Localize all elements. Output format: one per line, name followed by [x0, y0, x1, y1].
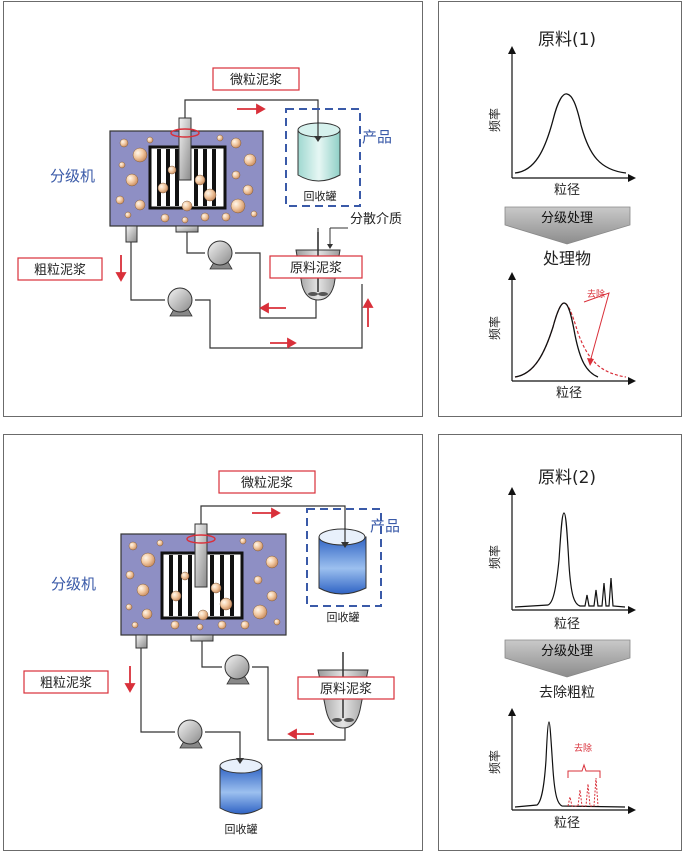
bottom-pump-lower [177, 719, 203, 749]
bottom-fine-slurry-box [218, 470, 316, 494]
bottom-raw-distribution-curve [514, 512, 626, 608]
top-chart-title: 原料(1) [538, 30, 596, 50]
bottom-recovery-tank-2-label: 回收罐 [225, 822, 258, 836]
bottom-chart-raw [508, 487, 636, 614]
bottom-product-box [306, 508, 382, 607]
bottom-processed-curve [514, 721, 626, 808]
top-raw-slurry-label: 原料泥浆 [290, 261, 342, 276]
top-coarse-slurry-label: 粗粒泥浆 [34, 263, 86, 278]
bottom-recovery-tank-2 [219, 758, 263, 815]
top-raw-slurry-box [269, 255, 363, 279]
top-chart-xlabel: 粒径 [554, 183, 580, 198]
top-result-xlabel: 粒径 [556, 386, 582, 401]
bottom-recovery-tank-label: 回收罐 [327, 610, 360, 624]
bottom-removed-peaks [567, 777, 599, 807]
bottom-chart-ylabel: 频率 [487, 545, 502, 569]
bottom-classify-arrow-label: 分级处理 [541, 644, 593, 659]
bottom-particles [125, 537, 281, 631]
top-rotation-arrow [170, 128, 200, 138]
bottom-pipes [140, 505, 346, 760]
top-flow-arrows [115, 103, 374, 349]
top-classify-arrow-label: 分级处理 [541, 211, 593, 226]
top-result-ylabel: 频率 [487, 316, 502, 340]
bottom-flow-arrows [124, 507, 314, 740]
bottom-removed-label: 去除 [574, 742, 592, 754]
bottom-raw-slurry-label: 原料泥浆 [320, 682, 372, 697]
top-chart-result [508, 272, 636, 385]
top-coarse-slurry-box [17, 257, 103, 281]
top-particles [115, 134, 258, 224]
bottom-coarse-slurry-label: 粗粒泥浆 [40, 676, 92, 691]
bottom-coarse-slurry-box [23, 670, 109, 694]
bottom-recovery-tank [318, 528, 367, 595]
top-result-title: 处理物 [543, 249, 591, 268]
top-fine-slurry-label: 微粒泥浆 [230, 73, 282, 88]
top-chart-ylabel: 频率 [487, 108, 502, 132]
top-processed-curve [514, 302, 599, 378]
bottom-process-panel [3, 434, 423, 851]
bottom-product-label: 产品 [370, 517, 400, 535]
top-removed-label: 去除 [587, 288, 605, 300]
top-raw-distribution-curve [514, 93, 627, 174]
top-recovery-tank-label: 回收罐 [304, 189, 337, 203]
top-product-box [285, 108, 361, 207]
bottom-process [23, 470, 395, 815]
bottom-result-xlabel: 粒径 [554, 816, 580, 831]
bottom-result-ylabel: 频率 [487, 750, 502, 774]
top-recovery-tank [297, 122, 341, 182]
bottom-chart-result [508, 708, 636, 814]
bottom-chart-title: 原料(2) [538, 468, 596, 488]
top-product-label: 产品 [362, 128, 392, 146]
bottom-fine-slurry-label: 微粒泥浆 [241, 476, 293, 491]
bottom-classify-arrow [504, 639, 631, 678]
top-pump-upper [207, 240, 233, 270]
bottom-removed-bracket [567, 763, 601, 778]
top-classifier-label: 分级机 [50, 167, 95, 185]
top-shaft [178, 117, 192, 181]
top-process [17, 67, 374, 349]
bottom-rotation-arrow [186, 534, 216, 544]
top-pump-lower [167, 287, 193, 317]
bottom-result-title: 去除粗粒 [539, 685, 595, 701]
top-classify-arrow [504, 206, 631, 245]
bottom-chart-xlabel: 粒径 [554, 617, 580, 632]
bottom-raw-slurry-box [297, 676, 395, 700]
top-chart-raw [508, 46, 636, 182]
top-dispersion-medium-label: 分散介质 [350, 212, 402, 227]
bottom-classifier-label: 分级机 [51, 575, 96, 593]
bottom-pump-upper [224, 654, 250, 685]
top-fine-slurry-box [212, 67, 300, 91]
